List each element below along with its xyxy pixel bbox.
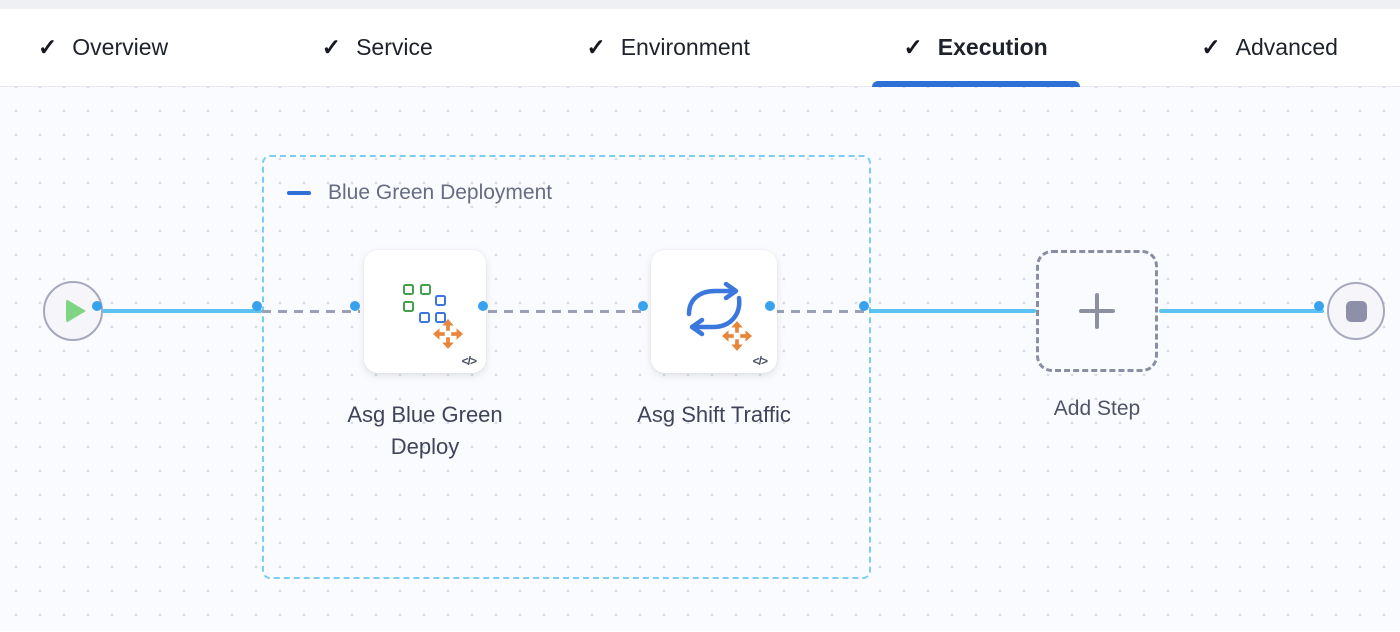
tab-label: Service xyxy=(356,34,433,60)
step-card-asg-blue-green-deploy[interactable]: </> xyxy=(364,250,486,373)
pipeline-canvas[interactable]: Blue Green Deployment xyxy=(0,87,1400,631)
connector-line xyxy=(869,309,1036,313)
tab-environment[interactable]: ✓ Environment xyxy=(554,9,781,86)
add-step-label: Add Step xyxy=(1053,397,1141,420)
stop-icon xyxy=(1345,300,1367,322)
connector-line-dashed xyxy=(262,310,360,313)
tab-advanced[interactable]: ✓ Advanced xyxy=(1169,9,1370,86)
move-arrows-icon xyxy=(433,319,463,349)
check-icon: ✓ xyxy=(903,34,923,60)
tab-label: Advanced xyxy=(1235,34,1338,60)
step-label-asg-shift-traffic: Asg Shift Traffic xyxy=(637,402,791,427)
connector-port[interactable] xyxy=(1314,301,1324,311)
check-icon: ✓ xyxy=(321,34,342,60)
connector-line xyxy=(102,309,262,313)
check-icon: ✓ xyxy=(1201,34,1221,60)
connector-line-dashed xyxy=(488,310,648,313)
pipeline-start-node[interactable] xyxy=(43,281,103,341)
pipeline-end-node[interactable] xyxy=(1327,282,1385,340)
connector-line xyxy=(1159,309,1324,313)
check-icon: ✓ xyxy=(38,34,58,60)
step-card-asg-shift-traffic[interactable]: </> xyxy=(651,250,777,373)
stage-group-title: Blue Green Deployment xyxy=(328,181,553,204)
check-icon: ✓ xyxy=(586,34,606,60)
play-icon xyxy=(66,299,86,323)
stage-group-blue-green-deployment: Blue Green Deployment xyxy=(262,155,871,579)
code-badge: </> xyxy=(752,354,768,368)
tab-overview[interactable]: ✓ Overview xyxy=(6,9,200,86)
tab-label: Execution xyxy=(937,34,1048,60)
connector-port[interactable] xyxy=(350,301,360,311)
tab-label: Overview xyxy=(72,34,169,60)
connector-port[interactable] xyxy=(765,301,775,311)
top-strip xyxy=(0,0,1400,9)
active-tab-underline xyxy=(871,81,1080,87)
connector-port[interactable] xyxy=(859,301,869,311)
step-tabbar: ✓ Overview ✓ Service ✓ Environment ✓ Exe… xyxy=(0,9,1400,87)
step-label-asg-blue-green-deploy: Asg Blue Green Deploy xyxy=(347,402,503,459)
move-arrows-icon xyxy=(722,321,752,351)
tab-execution[interactable]: ✓ Execution xyxy=(871,9,1080,87)
swap-arrows-icon xyxy=(686,282,742,337)
connector-port[interactable] xyxy=(478,301,488,311)
connector-line-dashed xyxy=(775,310,869,313)
plus-icon xyxy=(1079,293,1115,329)
add-step-button[interactable] xyxy=(1036,250,1158,372)
connector-port[interactable] xyxy=(252,301,262,311)
connector-port[interactable] xyxy=(92,301,102,311)
tab-label: Environment xyxy=(620,34,750,60)
collapse-group-icon[interactable] xyxy=(287,191,311,195)
connector-port[interactable] xyxy=(638,301,648,311)
code-badge: </> xyxy=(461,354,477,368)
tab-service[interactable]: ✓ Service xyxy=(290,9,465,86)
